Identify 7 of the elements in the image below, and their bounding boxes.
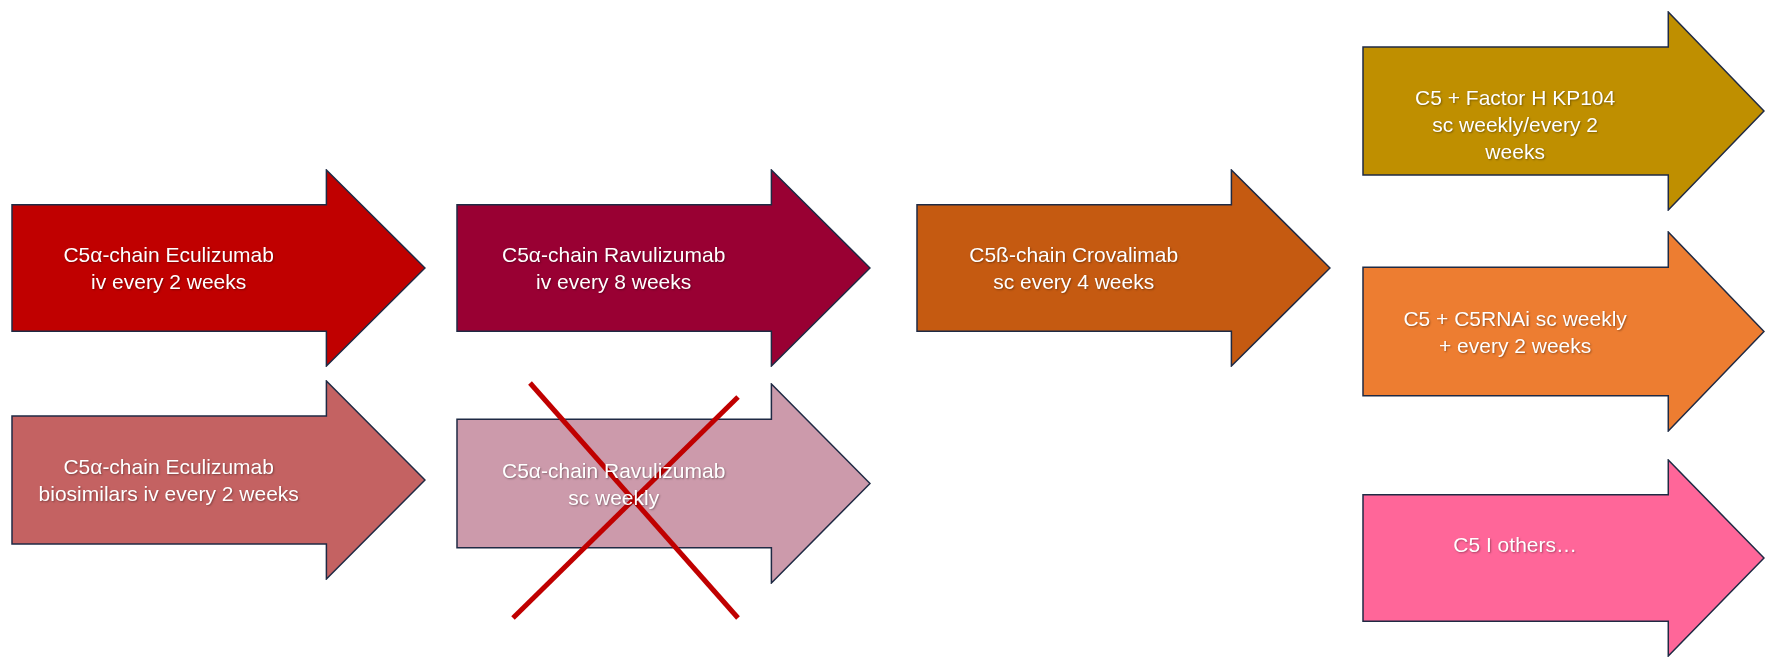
node-text: C5ß-chain Crovalimab sc every 4 weeks xyxy=(968,242,1180,295)
node-text: C5 + C5RNAi sc weekly + every 2 weeks xyxy=(1402,305,1628,359)
node-text: C5α-chain Eculizumab biosimilars iv every 2 weeks xyxy=(37,454,300,507)
node-text: C5 + Factor H KP104 sc weekly/every 2 weeks xyxy=(1414,85,1617,165)
node-text: C5 I others… xyxy=(1452,532,1578,558)
node-text: C5α-chain Eculizumab iv every 2 weeks xyxy=(62,242,275,295)
node-text: C5α-chain Ravulizumab iv every 8 weeks xyxy=(501,242,727,295)
